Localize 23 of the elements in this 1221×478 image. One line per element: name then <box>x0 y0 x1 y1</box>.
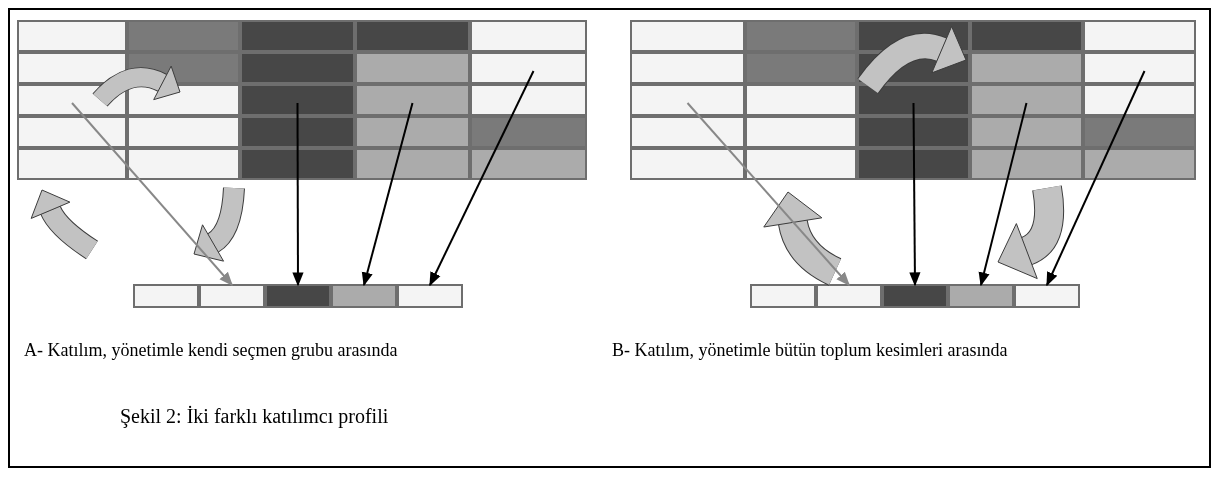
result-cell <box>265 284 331 308</box>
grid-drawing <box>17 20 587 180</box>
result-cell <box>816 284 882 308</box>
result-cell <box>199 284 265 308</box>
arrow <box>1046 70 1146 287</box>
result-cell <box>397 284 463 308</box>
arrow <box>361 102 414 287</box>
result-cell <box>882 284 948 308</box>
result-cell <box>331 284 397 308</box>
arrow <box>429 70 535 287</box>
figure-caption: Şekil 2: İki farklı katılımcı profili <box>120 405 389 428</box>
arrow <box>909 102 921 287</box>
grid-drawing <box>630 20 1196 180</box>
arrow <box>292 102 304 287</box>
result-cell <box>750 284 816 308</box>
panel-caption: B- Katılım, yönetimle bütün toplum kesimleri arasında <box>612 340 1008 361</box>
panel-caption: A- Katılım, yönetimle kendi seçmen grubu arasında <box>24 340 398 361</box>
arrow <box>978 102 1028 287</box>
arrow <box>71 102 233 287</box>
result-cell <box>1014 284 1080 308</box>
result-cell <box>948 284 1014 308</box>
result-cell <box>133 284 199 308</box>
arrow <box>686 102 850 287</box>
